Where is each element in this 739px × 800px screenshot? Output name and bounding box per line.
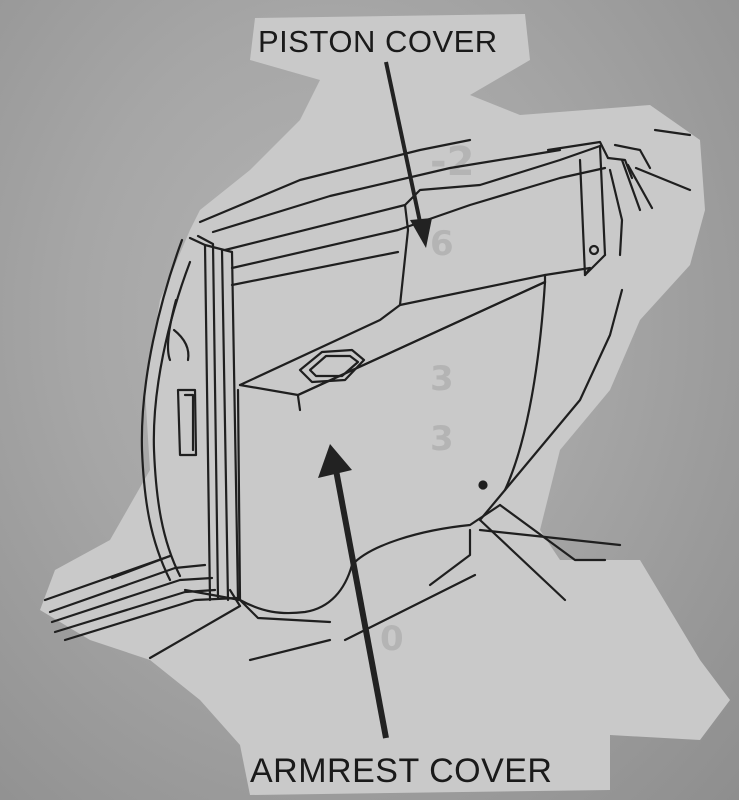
svg-text:0: 0 [380,619,404,659]
armrest-cover-label: ARMREST COVER [250,752,553,790]
svg-text:6: 6 [430,224,454,264]
window-switch [298,348,366,384]
top-rail [198,138,610,287]
quarter-post [578,128,692,277]
piston-cover-arrow [384,61,432,248]
svg-text:3: 3 [430,419,454,459]
door-seal [140,238,198,582]
door-pillar [188,234,242,608]
svg-text:3: 3 [430,359,454,399]
floor-sill [43,554,242,660]
armrest-cover-panel [236,280,547,624]
piston-cover-label: PISTON COVER [258,24,498,59]
bleed-through-text: -2 6 3 3 0 [380,139,474,659]
armrest-cover-arrow [318,444,389,739]
